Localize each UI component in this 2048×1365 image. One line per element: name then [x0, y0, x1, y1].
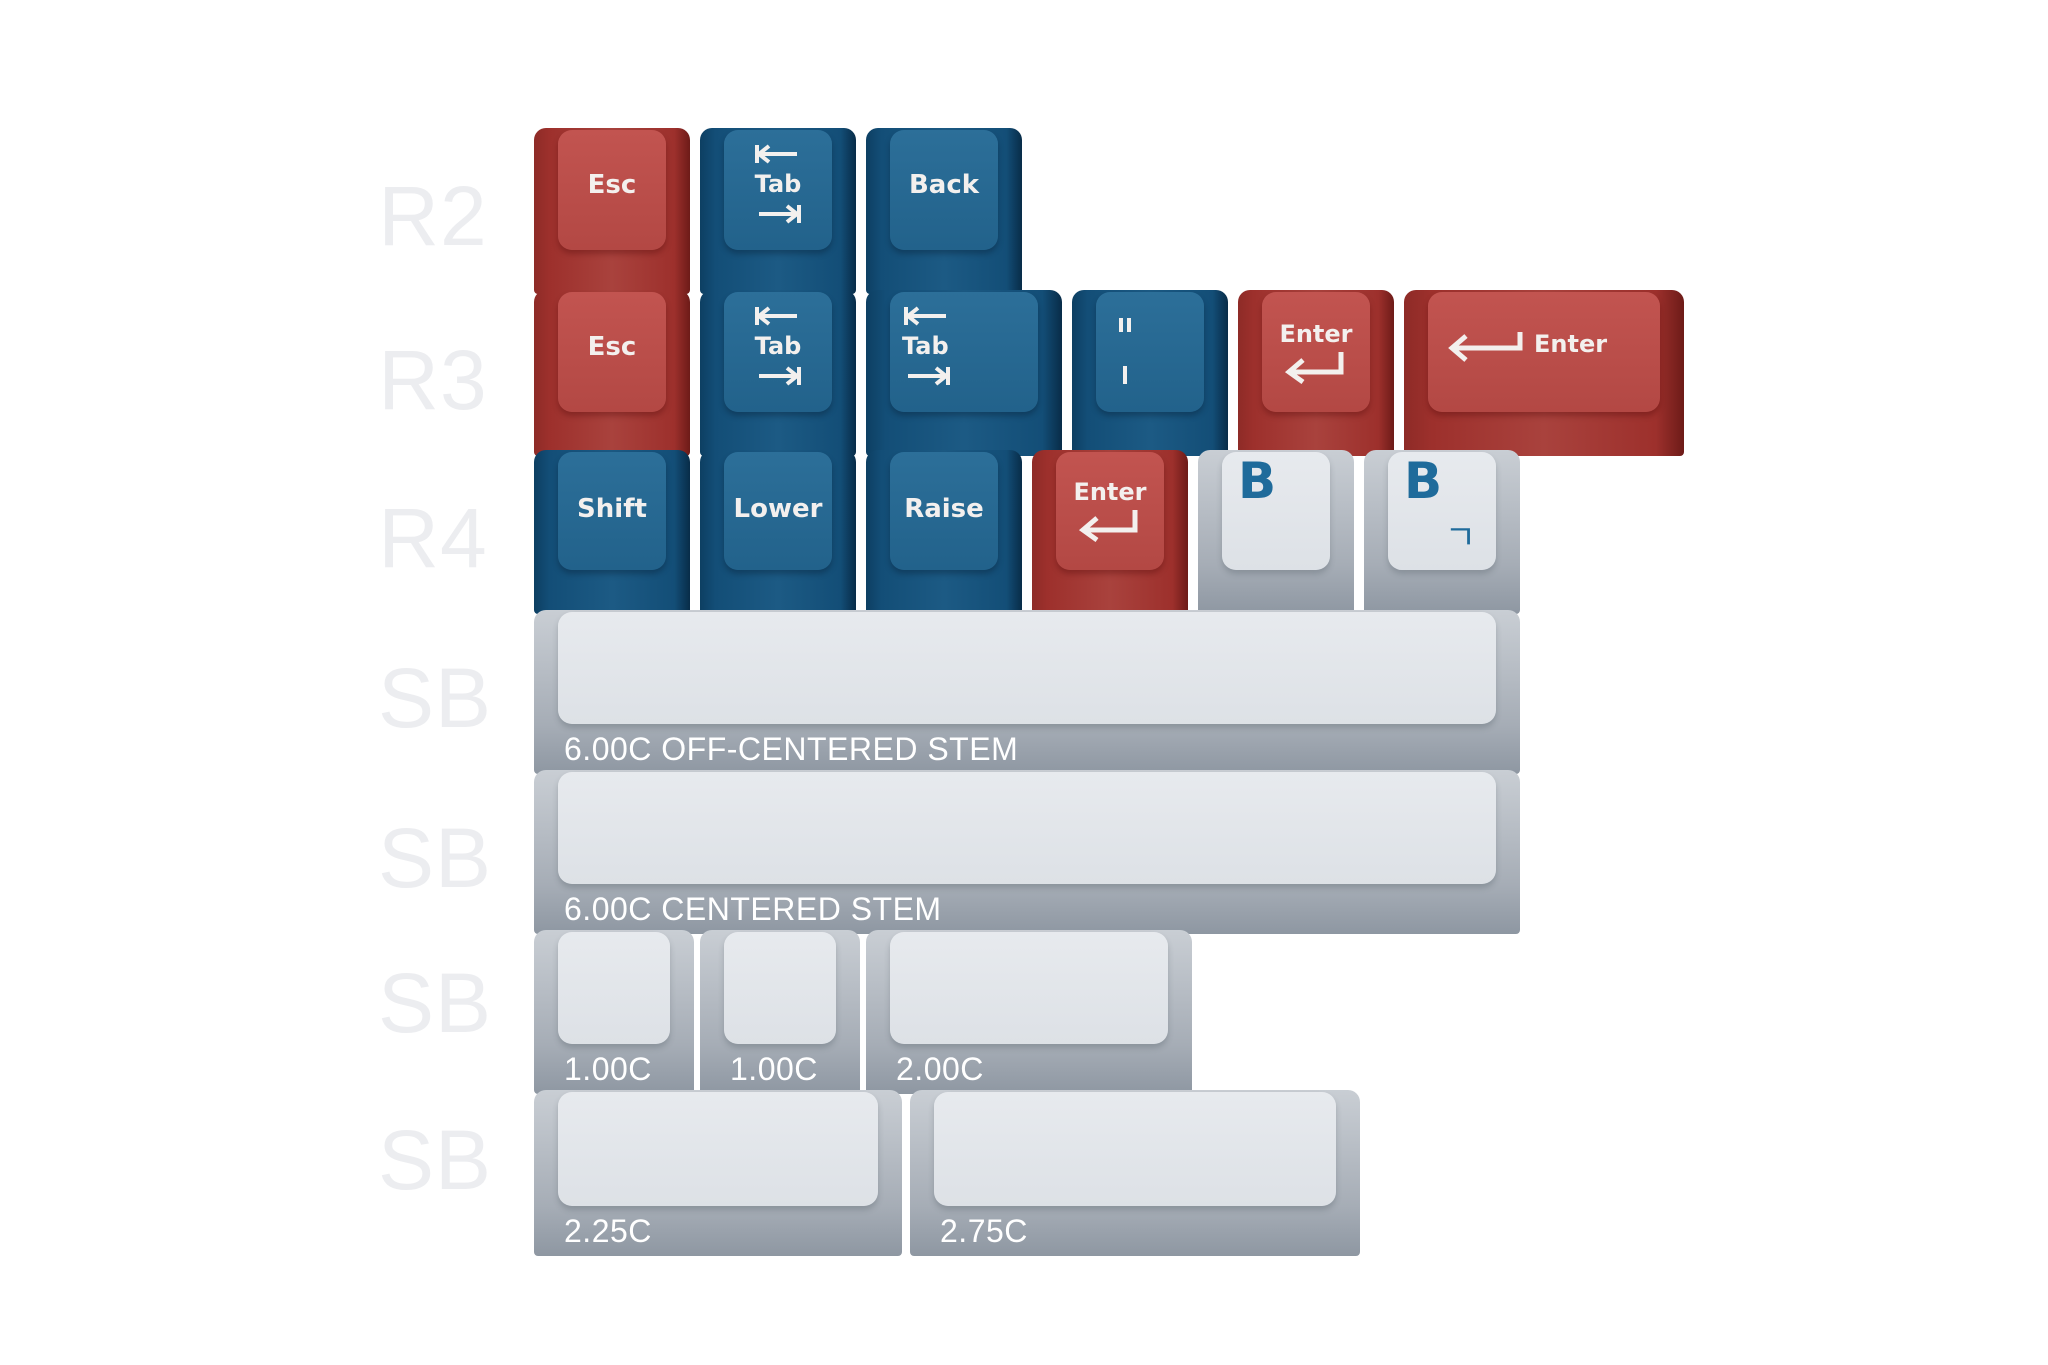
keycap-legend: B: [1238, 452, 1277, 510]
keycap-legend: Shift: [577, 494, 647, 524]
keycap-enter-wide-r3: Enter: [1404, 290, 1684, 456]
arrow-right-to-bar-icon: [908, 366, 950, 386]
keycap-enter-r3: Enter: [1238, 290, 1394, 456]
spacebar-label: 6.00C OFF-CENTERED STEM: [564, 731, 1019, 767]
keycap-legend: Esc: [587, 170, 637, 200]
row-label-r4: R4: [378, 491, 488, 585]
enter-arrow-icon: [1284, 352, 1344, 384]
spacebar-label: 1.00C: [564, 1051, 652, 1087]
keycap-legend: Enter: [1534, 330, 1608, 358]
keycap-2-75u: 2.75C: [910, 1090, 1360, 1256]
arrow-right-to-bar-icon: [759, 366, 801, 386]
keycap-back-r2: Back: [866, 128, 1022, 294]
keycap-b-r4: B: [1198, 450, 1354, 614]
spacebar-label: 1.00C: [730, 1051, 818, 1087]
keycap-lower-r4: Lower: [700, 450, 856, 614]
colon-icon: [1119, 318, 1131, 384]
keycap-tab-wide-r3: Tab: [866, 290, 1062, 456]
keycap-legend: Tab: [902, 332, 949, 360]
keycap-esc-r3: Esc: [534, 290, 690, 456]
keycap-enter-r4: Enter: [1032, 450, 1188, 614]
keycap-1u-a: 1.00C: [534, 930, 694, 1094]
spacebar-centered-stem: 6.00C CENTERED STEM: [534, 770, 1520, 934]
keycap-legend: Esc: [587, 332, 637, 362]
keycap-tab-r3: Tab: [700, 290, 856, 456]
keycap-legend: Raise: [904, 494, 984, 524]
keycap-shift-r4: Shift: [534, 450, 690, 614]
keycap-2-25u: 2.25C: [534, 1090, 902, 1256]
row-label-sb-2: SB: [378, 811, 493, 905]
row-label-r2: R2: [378, 169, 488, 263]
arrow-left-to-bar-icon: [755, 144, 797, 164]
spacebar-label: 2.75C: [940, 1213, 1028, 1249]
keycap-sublegend: ㄱ: [1444, 518, 1476, 558]
keycap-colon-r3: [1072, 290, 1228, 456]
keycap-legend: Enter: [1073, 478, 1147, 506]
spacebar-label: 6.00C CENTERED STEM: [564, 891, 942, 927]
spacebar-label: 2.25C: [564, 1213, 652, 1249]
keycap-legend: Enter: [1279, 320, 1353, 348]
keycap-esc-r2: Esc: [534, 128, 690, 294]
keycap-legend: Back: [908, 170, 980, 200]
enter-arrow-icon: [1448, 332, 1523, 362]
keycap-raise-r4: Raise: [866, 450, 1022, 614]
spacebar-off-centered-stem: 6.00C OFF-CENTERED STEM: [534, 610, 1520, 774]
spacebar-label: 2.00C: [896, 1051, 984, 1087]
keycap-legend: B: [1404, 452, 1443, 510]
row-label-sb-4: SB: [378, 1113, 493, 1207]
keycap-tab-r2: Tab: [700, 128, 856, 294]
arrow-left-to-bar-icon: [904, 306, 946, 326]
keycap-2u: 2.00C: [866, 930, 1192, 1094]
keycap-legend: Tab: [754, 170, 802, 198]
row-label-r3: R3: [378, 333, 488, 427]
keycap-1u-b: 1.00C: [700, 930, 860, 1094]
keycap-legend: Tab: [754, 332, 802, 360]
row-label-sb-1: SB: [378, 651, 493, 745]
row-label-sb-3: SB: [378, 956, 493, 1050]
arrow-left-to-bar-icon: [755, 306, 797, 326]
enter-arrow-icon: [1078, 510, 1138, 542]
arrow-right-to-bar-icon: [759, 204, 801, 224]
keycap-legend: Lower: [733, 494, 823, 524]
keycap-b-sub-r4: B ㄱ: [1364, 450, 1520, 614]
